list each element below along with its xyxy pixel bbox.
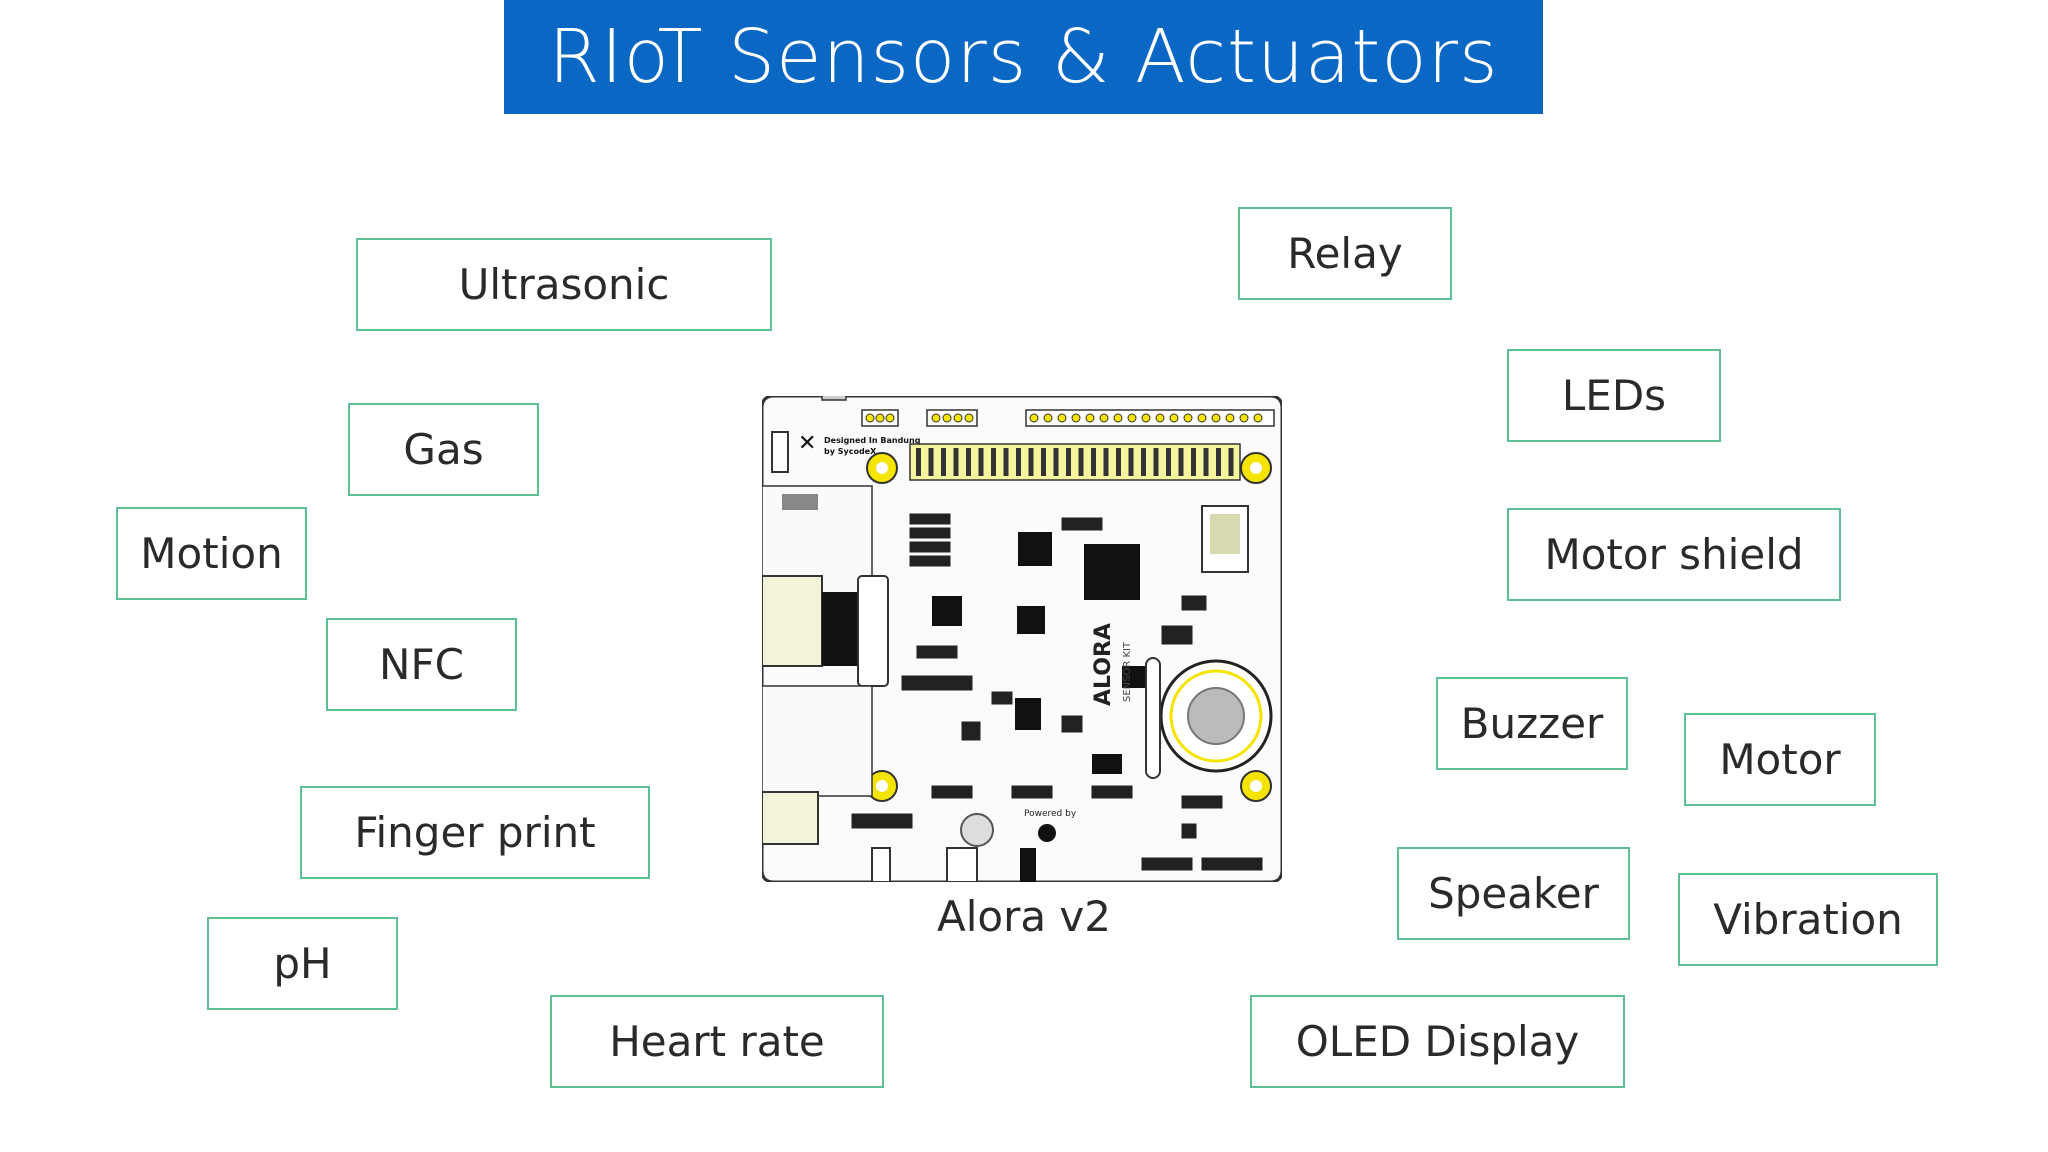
label-nfc: NFC bbox=[326, 618, 517, 711]
alora-board-image: ✕ Designed In Bandung by SycodeX bbox=[762, 396, 1282, 882]
label-heart-rate: Heart rate bbox=[550, 995, 884, 1088]
header-pin bbox=[1066, 448, 1071, 476]
title-banner: RIoT Sensors & Actuators bbox=[504, 0, 1543, 114]
label-motor: Motor bbox=[1684, 713, 1876, 806]
header-pin bbox=[953, 448, 959, 476]
label-buzzer: Buzzer bbox=[1436, 677, 1628, 770]
label-motor-shield: Motor shield bbox=[1507, 508, 1841, 601]
header-pin bbox=[1078, 448, 1084, 476]
header-pin bbox=[928, 448, 934, 476]
header-pin bbox=[1041, 448, 1046, 476]
label-finger-print: Finger print bbox=[300, 786, 650, 879]
designed-by-text: by SycodeX bbox=[824, 447, 877, 456]
header-pin bbox=[1166, 448, 1171, 476]
label-speaker: Speaker bbox=[1397, 847, 1630, 940]
page-title: RIoT Sensors & Actuators bbox=[548, 14, 1499, 100]
header-pin bbox=[1141, 448, 1146, 476]
header-pin bbox=[916, 448, 921, 476]
label-vibration: Vibration bbox=[1678, 873, 1938, 966]
header-pin bbox=[1116, 448, 1121, 476]
board-caption: Alora v2 bbox=[936, 892, 1112, 941]
board-kit: SENSOR KIT bbox=[1122, 641, 1133, 702]
label-ultrasonic: Ultrasonic bbox=[356, 238, 772, 331]
header-pin bbox=[966, 448, 971, 476]
label-gas: Gas bbox=[348, 403, 539, 496]
header-pin bbox=[1091, 448, 1096, 476]
header-pin bbox=[991, 448, 996, 476]
header-pin bbox=[1228, 448, 1234, 476]
header-pin bbox=[1178, 448, 1184, 476]
header-pin bbox=[1103, 448, 1109, 476]
label-motion: Motion bbox=[116, 507, 307, 600]
board-brand: ALORA bbox=[1091, 623, 1116, 706]
board-powered-by: Powered by bbox=[1024, 809, 1077, 819]
header-pin bbox=[941, 448, 946, 476]
header-pin bbox=[1028, 448, 1034, 476]
header-pin bbox=[1203, 448, 1209, 476]
header-pin bbox=[978, 448, 984, 476]
svg-text:✕: ✕ bbox=[798, 431, 816, 456]
header-pin bbox=[1191, 448, 1196, 476]
header-pin bbox=[1153, 448, 1159, 476]
header-pin bbox=[1003, 448, 1009, 476]
label-oled-display: OLED Display bbox=[1250, 995, 1625, 1088]
label-leds: LEDs bbox=[1507, 349, 1721, 442]
header-pin bbox=[1053, 448, 1059, 476]
label-ph: pH bbox=[207, 917, 398, 1010]
header-pin bbox=[1216, 448, 1221, 476]
header-pin bbox=[1128, 448, 1134, 476]
header-pin bbox=[1016, 448, 1021, 476]
designed-in-text: Designed In Bandung bbox=[824, 436, 921, 445]
label-relay: Relay bbox=[1238, 207, 1452, 300]
